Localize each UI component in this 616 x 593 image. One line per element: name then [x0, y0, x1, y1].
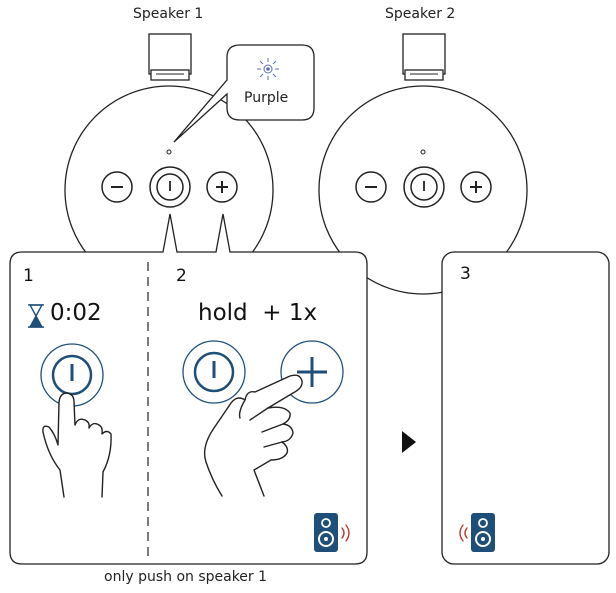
power-button-large[interactable]: [40, 343, 104, 407]
speaker-2-stand: [402, 33, 446, 75]
speaker-1-led: [166, 149, 172, 155]
speaker-2-led: [420, 149, 426, 155]
step-2-number: 2: [176, 266, 187, 286]
led-callout: [173, 44, 315, 143]
speaker-1-label: Speaker 1: [133, 6, 204, 22]
speaker-1-stand: [148, 33, 192, 75]
step-2-action: hold + 1x: [198, 300, 318, 326]
plus-button[interactable]: [460, 171, 492, 203]
speaker-icon: [314, 513, 338, 552]
speaker-icon: [471, 513, 495, 552]
step-1-timer: 0:02: [50, 300, 102, 326]
step3-panel: [441, 251, 610, 565]
hand-pointing-icon: [203, 374, 303, 497]
power-button[interactable]: [149, 166, 191, 208]
power-button-large[interactable]: [182, 340, 246, 404]
sound-waves-icon: [341, 524, 350, 542]
step-3-number: 3: [460, 264, 471, 284]
minus-button[interactable]: [355, 171, 387, 203]
footer-note: only push on speaker 1: [104, 569, 268, 585]
power-button[interactable]: [403, 166, 445, 208]
speaker-2: [318, 33, 528, 295]
hourglass-icon: [28, 304, 44, 328]
light-burst-icon: [257, 58, 279, 80]
minus-button[interactable]: [101, 171, 133, 203]
sound-waves-icon: [459, 524, 468, 542]
plus-button[interactable]: [206, 171, 238, 203]
speaker-2-label: Speaker 2: [385, 6, 456, 22]
led-color-label: Purple: [244, 90, 289, 106]
hand-pointing-icon: [42, 392, 112, 498]
arrow-right-icon: [402, 431, 416, 453]
step-1-number: 1: [23, 266, 34, 286]
